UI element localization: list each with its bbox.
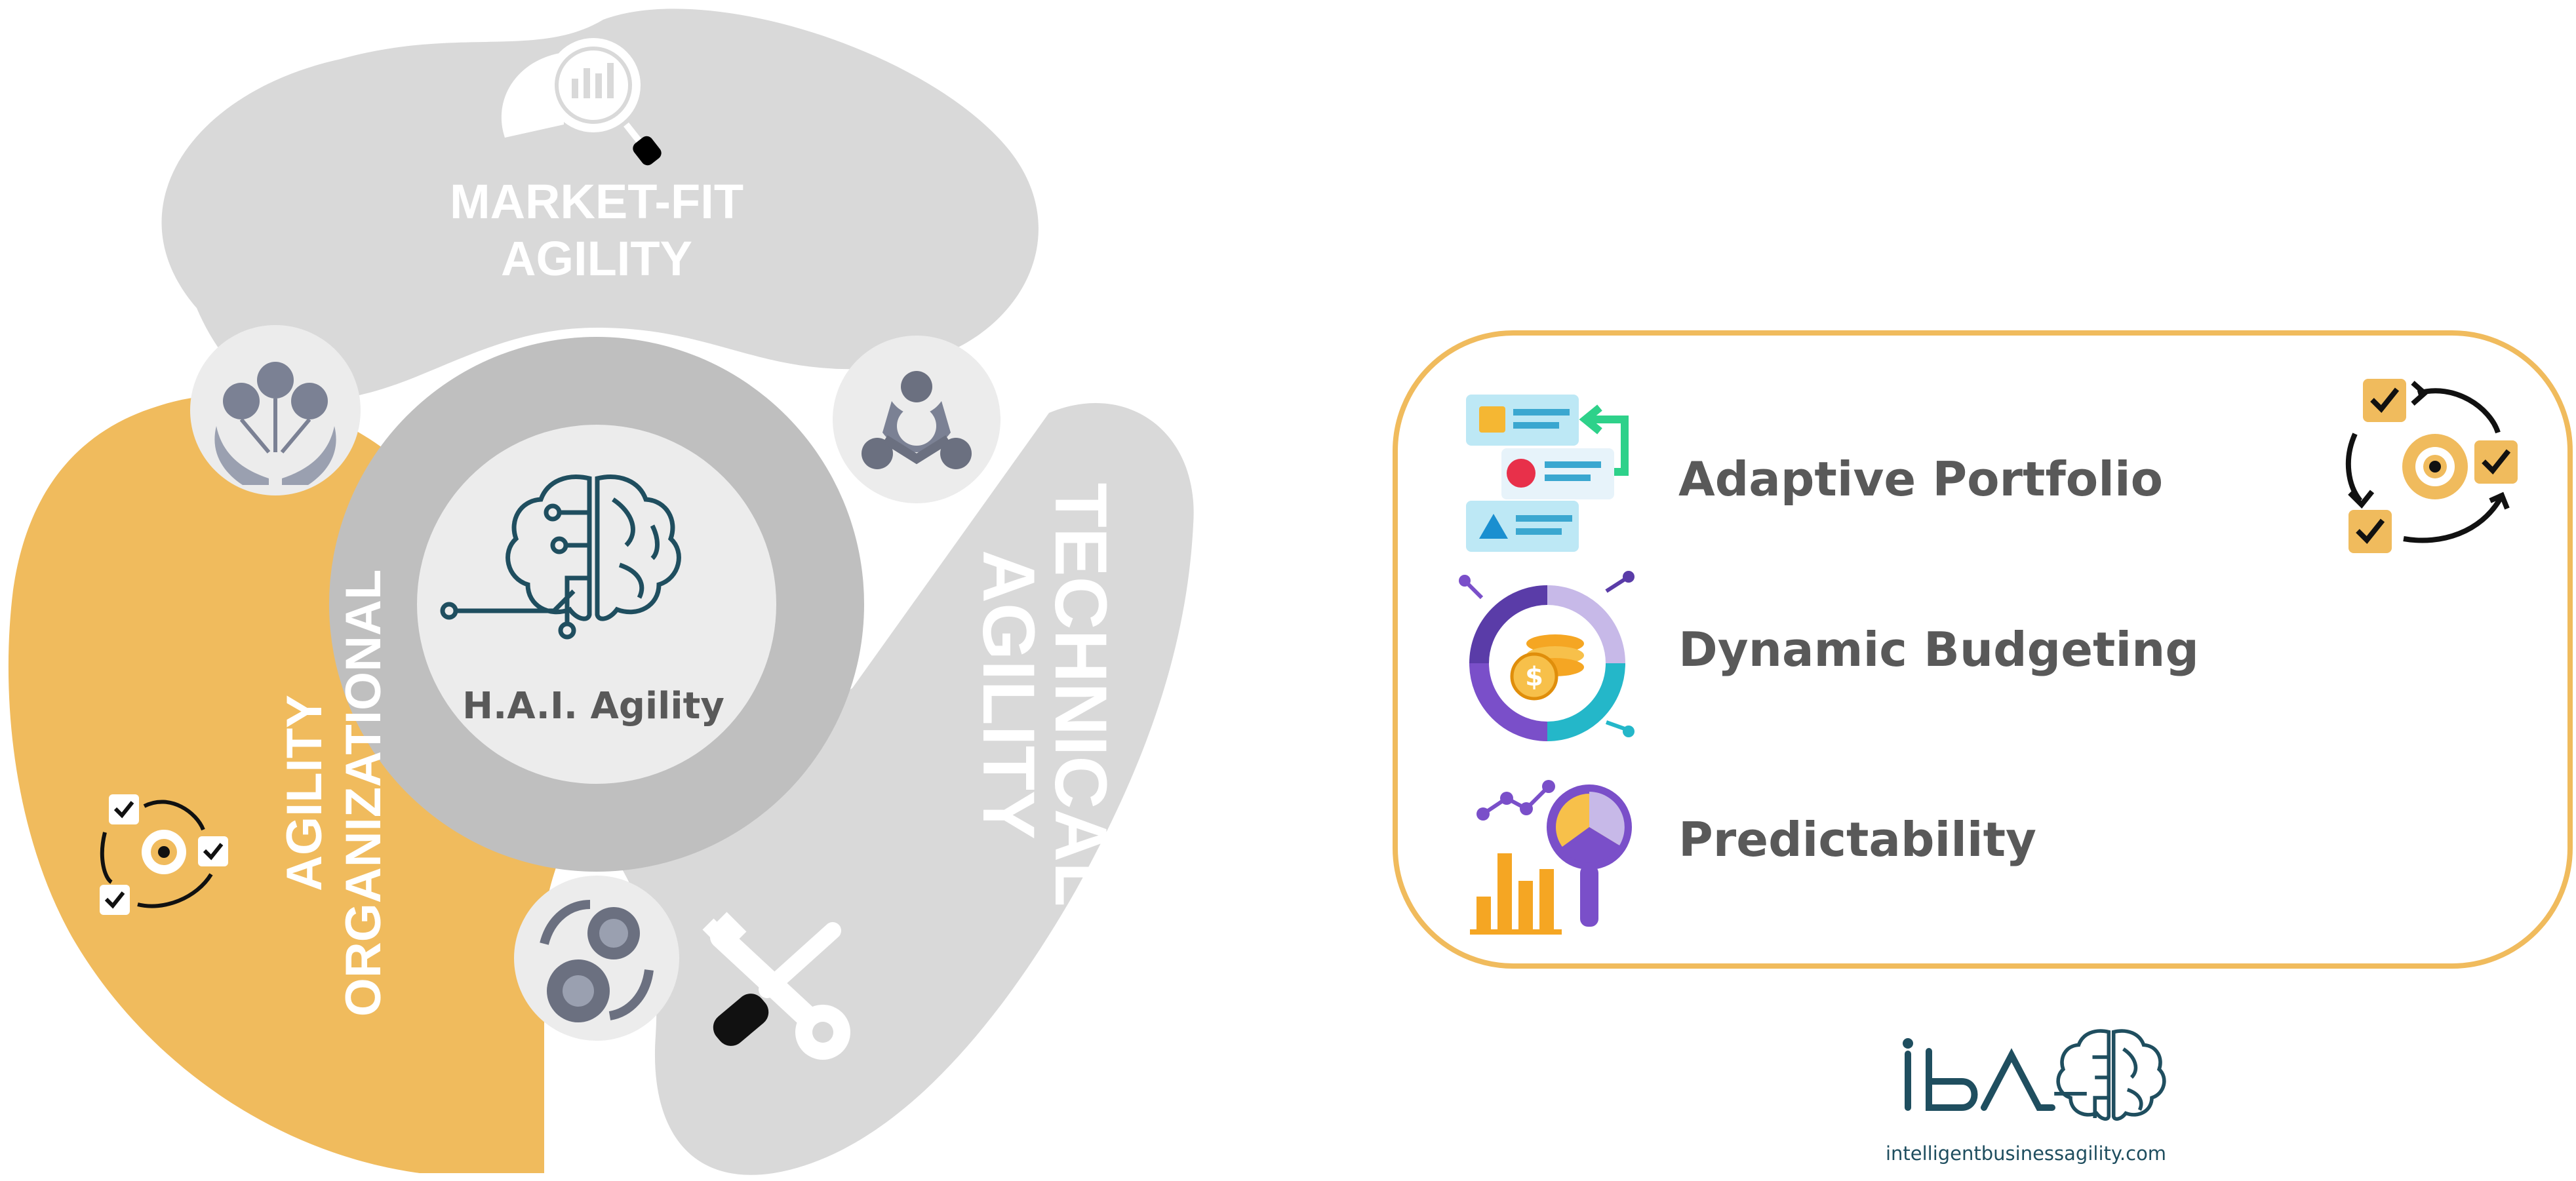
logo-url: intelligentbusinessagility.com xyxy=(1886,1142,2166,1165)
gears-cycle-icon xyxy=(514,876,679,1041)
technical-label-line2: AGILITY xyxy=(968,550,1050,840)
hub-label: H.A.I. Agility xyxy=(462,685,724,727)
brain-circuit-icon xyxy=(440,474,681,640)
market-research-icon xyxy=(501,38,662,166)
market-fit-petal xyxy=(161,9,1039,400)
gear-cycle-checklist-icon xyxy=(2345,379,2518,553)
team-circle-icon xyxy=(833,336,1001,503)
market-fit-label-line2: AGILITY xyxy=(501,231,692,286)
adaptive-portfolio-label: Adaptive Portfolio xyxy=(1678,452,2163,507)
market-fit-label-line1: MARKET-FIT xyxy=(450,174,743,229)
technical-petal xyxy=(603,403,1194,1175)
predictability-label: Predictability xyxy=(1678,812,2036,867)
iba-logo: intelligentbusinessagility.com xyxy=(1886,1029,2166,1165)
people-hands-icon xyxy=(190,325,361,495)
organizational-label-line2: AGILITY xyxy=(277,695,332,891)
dynamic-budgeting-label: Dynamic Budgeting xyxy=(1678,622,2199,677)
technical-label-line1: TECHNICAL xyxy=(1040,482,1122,906)
benefits-panel xyxy=(1393,330,2573,969)
svg-text:$: $ xyxy=(1525,662,1543,692)
analytics-magnifier-icon xyxy=(1470,780,1632,935)
organizational-label-line1: ORGANIZATIONAL xyxy=(336,570,391,1017)
budget-coins-icon: $ xyxy=(1459,571,1635,741)
portfolio-cards-icon xyxy=(1466,395,1629,552)
gear-checklist-small-icon xyxy=(100,794,228,915)
wrench-screwdriver-icon xyxy=(702,912,850,1060)
